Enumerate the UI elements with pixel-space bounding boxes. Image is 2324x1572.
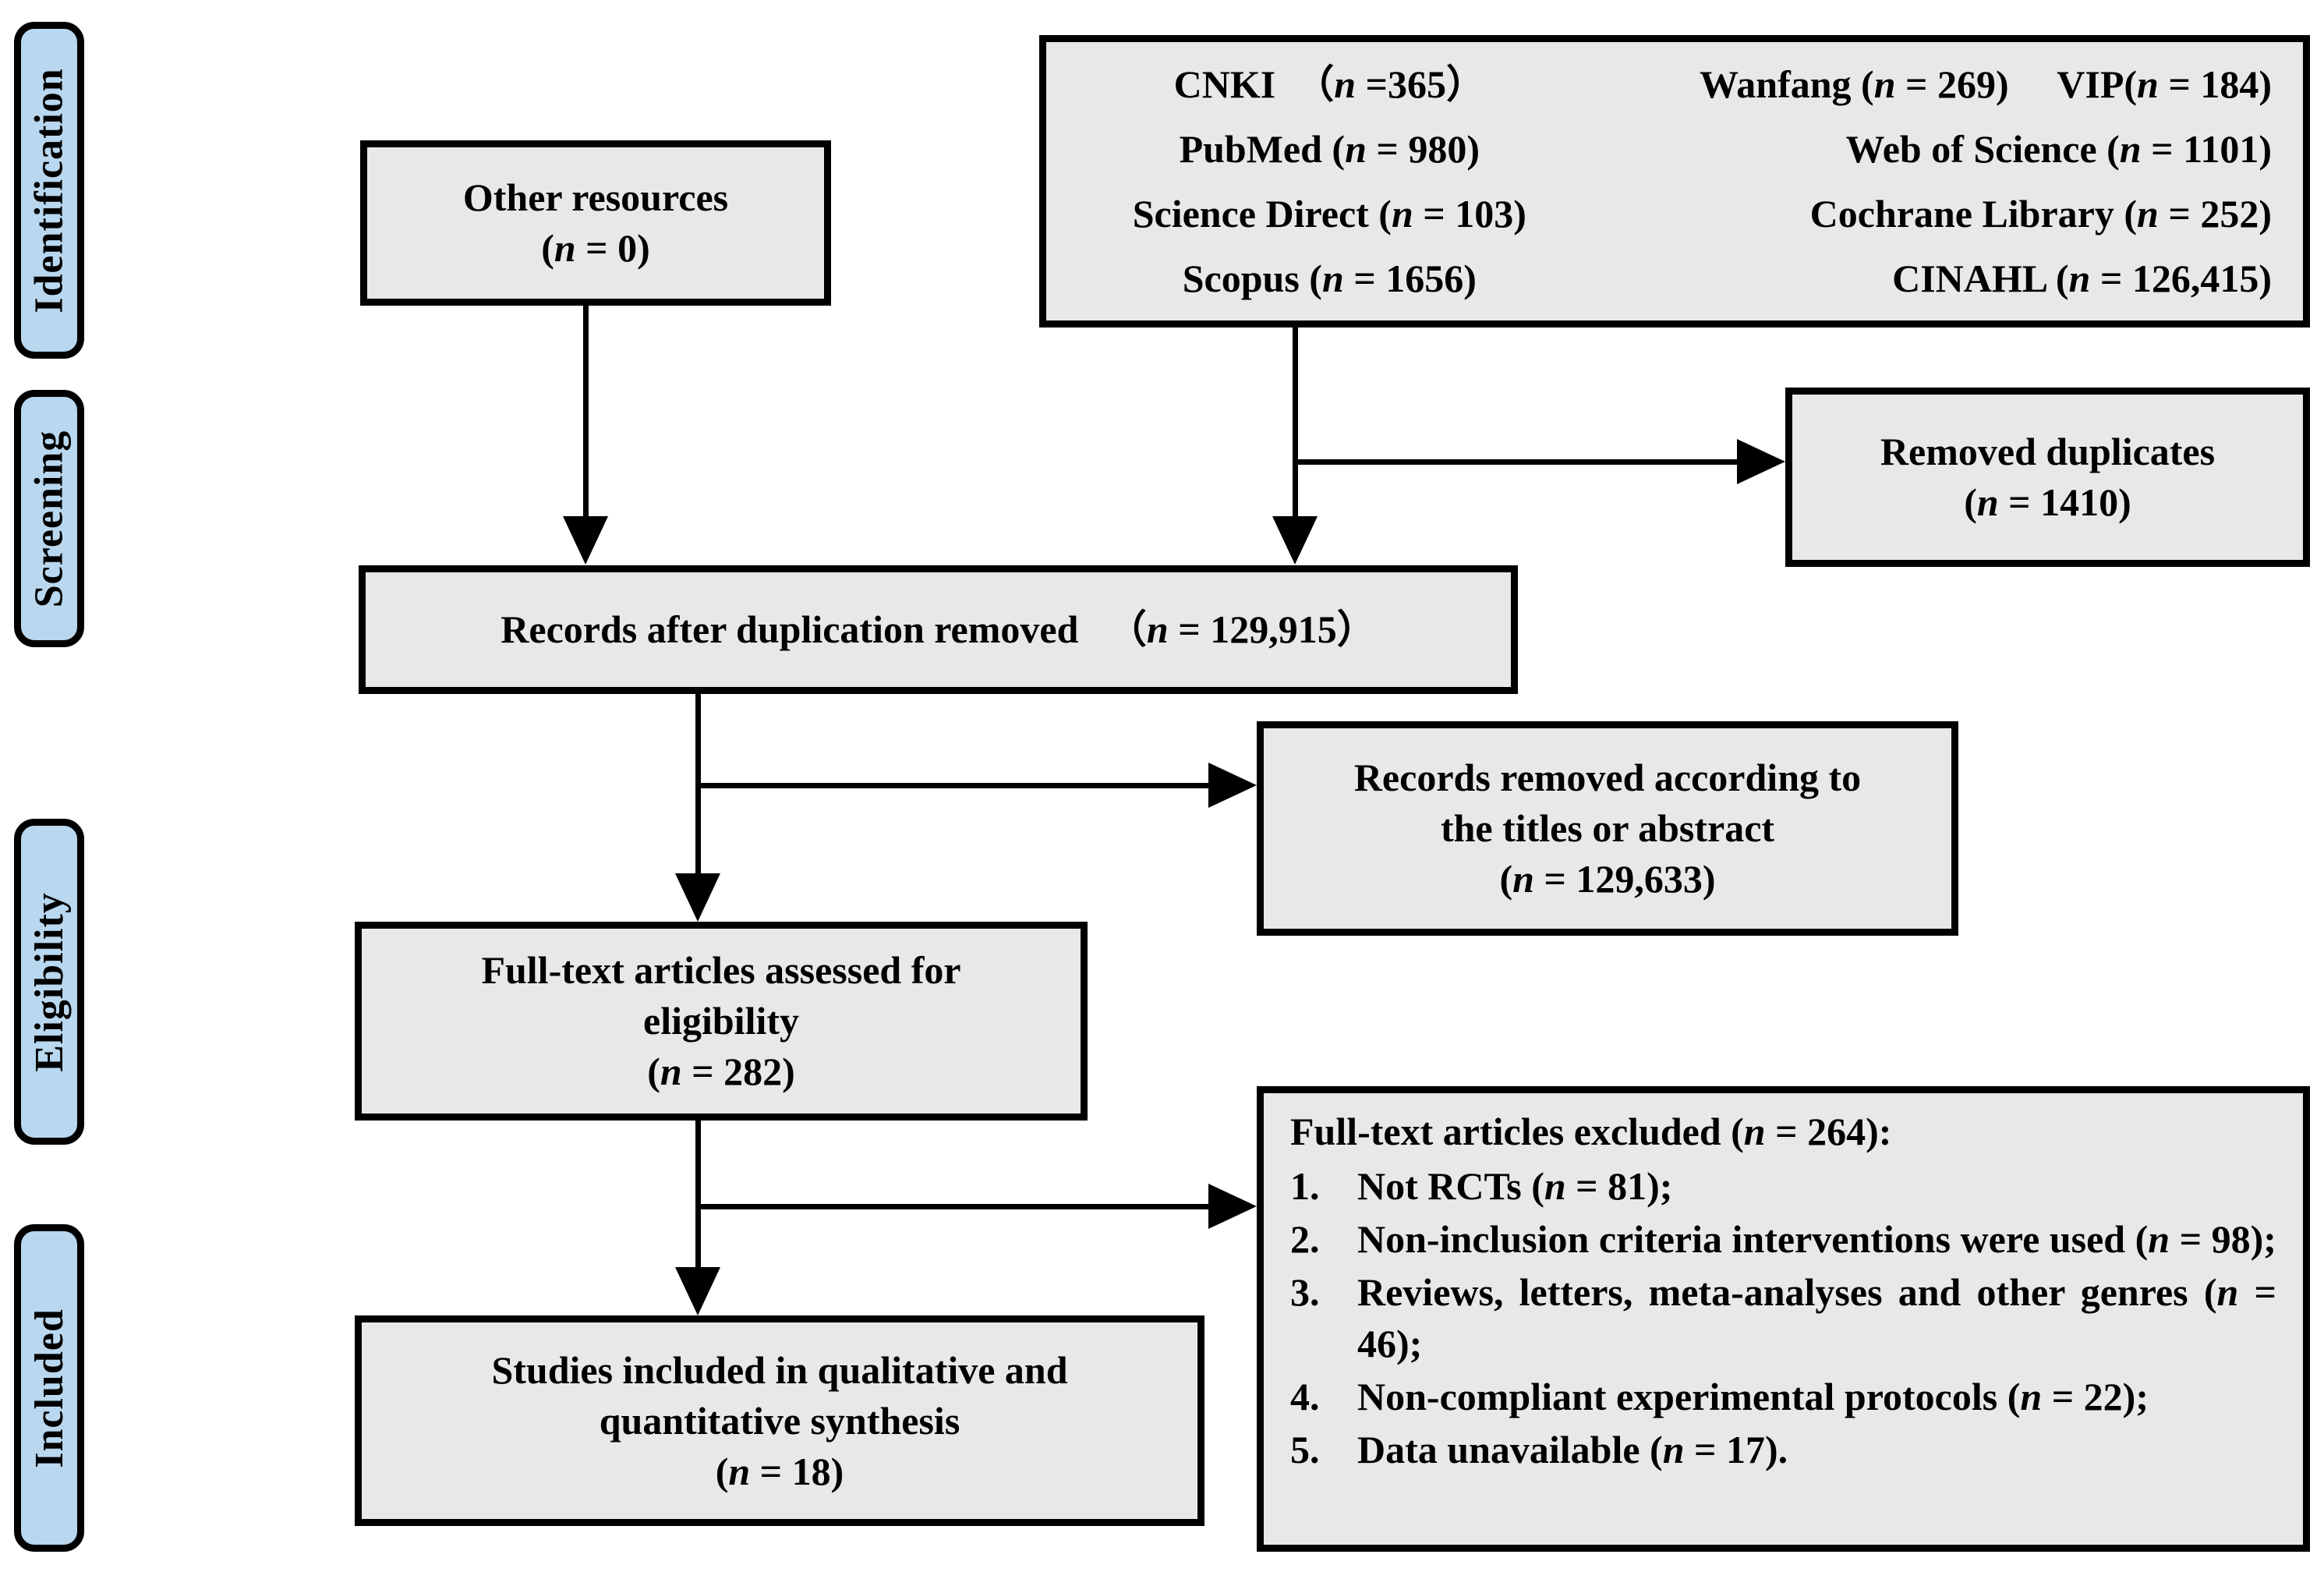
connector-fulltext-assessed-to-included — [695, 1119, 701, 1267]
excluded-reason-item: 1. Not RCTs (n = 81); — [1290, 1160, 2276, 1212]
connector-to-records-removed-titles — [695, 783, 1208, 788]
excluded-reason-text: Non-compliant experimental protocols (n … — [1357, 1375, 2149, 1418]
arrowhead-to-removed-duplicates — [1737, 439, 1785, 484]
excluded-reason-number: 4. — [1290, 1375, 1320, 1418]
excluded-reason-item: 4. Non-compliant experimental protocols … — [1290, 1371, 2276, 1422]
source-vip: VIP(n = 184) — [2057, 62, 2272, 106]
removed-duplicates-title: Removed duplicates — [1880, 430, 2216, 473]
removed-duplicates-count: (n = 1410) — [1964, 480, 2131, 524]
arrowhead-fulltext-assessed-to-included — [675, 1267, 720, 1315]
source-science-direct: Science Direct (n = 103) — [1132, 191, 1526, 235]
records-removed-count: (n = 129,633) — [1499, 857, 1716, 901]
box-removed-duplicates: Removed duplicates (n = 1410) — [1785, 388, 2310, 567]
arrowhead-to-fulltext-excluded — [1208, 1184, 1257, 1229]
source-wanfang-vip: Wanfang (n = 269) VIP(n = 184) — [1700, 59, 2272, 110]
arrowhead-other-resources-to-records — [563, 516, 608, 565]
connector-to-removed-duplicates — [1293, 459, 1737, 465]
box-records-removed-titles-abstract: Records removed according to the titles … — [1257, 721, 1958, 936]
source-cochrane-library: Cochrane Library (n = 252) — [1809, 191, 2272, 235]
connector-other-resources-to-records — [583, 304, 589, 516]
source-cinahl: CINAHL (n = 126,415) — [1892, 256, 2272, 300]
database-sources-grid: CNKI （n =365） Wanfang (n = 269) VIP(n = … — [1046, 59, 2303, 304]
other-resources-title: Other resources — [462, 175, 729, 219]
records-removed-line1: Records removed according to — [1353, 756, 1862, 799]
box-records-after-deduplication: Records after duplication removed （n = 1… — [359, 565, 1518, 694]
phase-tab-label: Included — [27, 1308, 72, 1468]
records-removed-line2: the titles or abstract — [1440, 806, 1775, 850]
excluded-reason-number: 1. — [1290, 1164, 1320, 1208]
excluded-reason-text: Reviews, letters, meta-analyses and othe… — [1357, 1270, 2276, 1365]
excluded-reason-number: 2. — [1290, 1217, 1320, 1261]
phase-tab-included: Included — [14, 1224, 84, 1552]
excluded-reason-text: Non-inclusion criteria interventions wer… — [1357, 1217, 2276, 1261]
box-fulltext-assessed-eligibility: Full-text articles assessed for eligibil… — [355, 922, 1088, 1121]
box-database-sources: CNKI （n =365） Wanfang (n = 269) VIP(n = … — [1039, 35, 2310, 328]
excluded-reason-number: 3. — [1290, 1270, 1320, 1314]
source-cnki: CNKI （n =365） — [1173, 62, 1485, 106]
excluded-reason-item: 5. Data unavailable (n = 17). — [1290, 1424, 2276, 1475]
excluded-heading: Full-text articles excluded (n = 264): — [1290, 1110, 1892, 1153]
source-web-of-science: Web of Science (n = 1101) — [1845, 126, 2272, 171]
excluded-reason-text: Not RCTs (n = 81); — [1357, 1164, 1673, 1208]
records-after-dedup-text: Records after duplication removed （n = 1… — [501, 607, 1376, 651]
other-resources-count: (n = 0) — [541, 226, 650, 270]
phase-tab-identification: Identification — [14, 22, 84, 359]
connector-to-fulltext-excluded — [695, 1204, 1208, 1209]
connector-databases-to-records — [1293, 326, 1298, 516]
fulltext-assessed-line1: Full-text articles assessed for — [481, 948, 961, 992]
source-pubmed: PubMed (n = 980) — [1179, 126, 1480, 171]
studies-included-count: (n = 18) — [715, 1449, 844, 1493]
fulltext-assessed-line2: eligibility — [643, 999, 799, 1043]
box-fulltext-excluded-reasons: Full-text articles excluded (n = 264): 1… — [1257, 1086, 2310, 1552]
studies-included-line1: Studies included in qualitative and — [491, 1347, 1068, 1392]
excluded-reason-number: 5. — [1290, 1428, 1320, 1471]
arrowhead-databases-to-records — [1272, 516, 1318, 565]
box-studies-included: Studies included in qualitative and quan… — [355, 1315, 1204, 1526]
phase-tab-eligibility: Eligibility — [14, 819, 84, 1145]
fulltext-assessed-count: (n = 282) — [647, 1050, 795, 1093]
excluded-reasons-wrap: Full-text articles excluded (n = 264): 1… — [1264, 1093, 2303, 1489]
excluded-reason-item: 3. Reviews, letters, meta-analyses and o… — [1290, 1266, 2276, 1369]
phase-tab-screening: Screening — [14, 390, 84, 647]
phase-tab-label: Screening — [27, 430, 72, 607]
source-scopus: Scopus (n = 1656) — [1182, 256, 1477, 300]
source-wanfang: Wanfang (n = 269) — [1700, 62, 2009, 106]
phase-tab-label: Identification — [27, 67, 72, 313]
excluded-reason-text: Data unavailable (n = 17). — [1357, 1428, 1788, 1471]
arrowhead-to-records-removed-titles — [1208, 763, 1257, 808]
excluded-reason-item: 2. Non-inclusion criteria interventions … — [1290, 1213, 2276, 1265]
studies-included-line2: quantitative synthesis — [599, 1398, 960, 1443]
phase-tab-label: Eligibility — [27, 891, 72, 1072]
arrowhead-records-to-fulltext-assessed — [675, 873, 720, 922]
box-other-resources: Other resources (n = 0) — [360, 140, 831, 306]
